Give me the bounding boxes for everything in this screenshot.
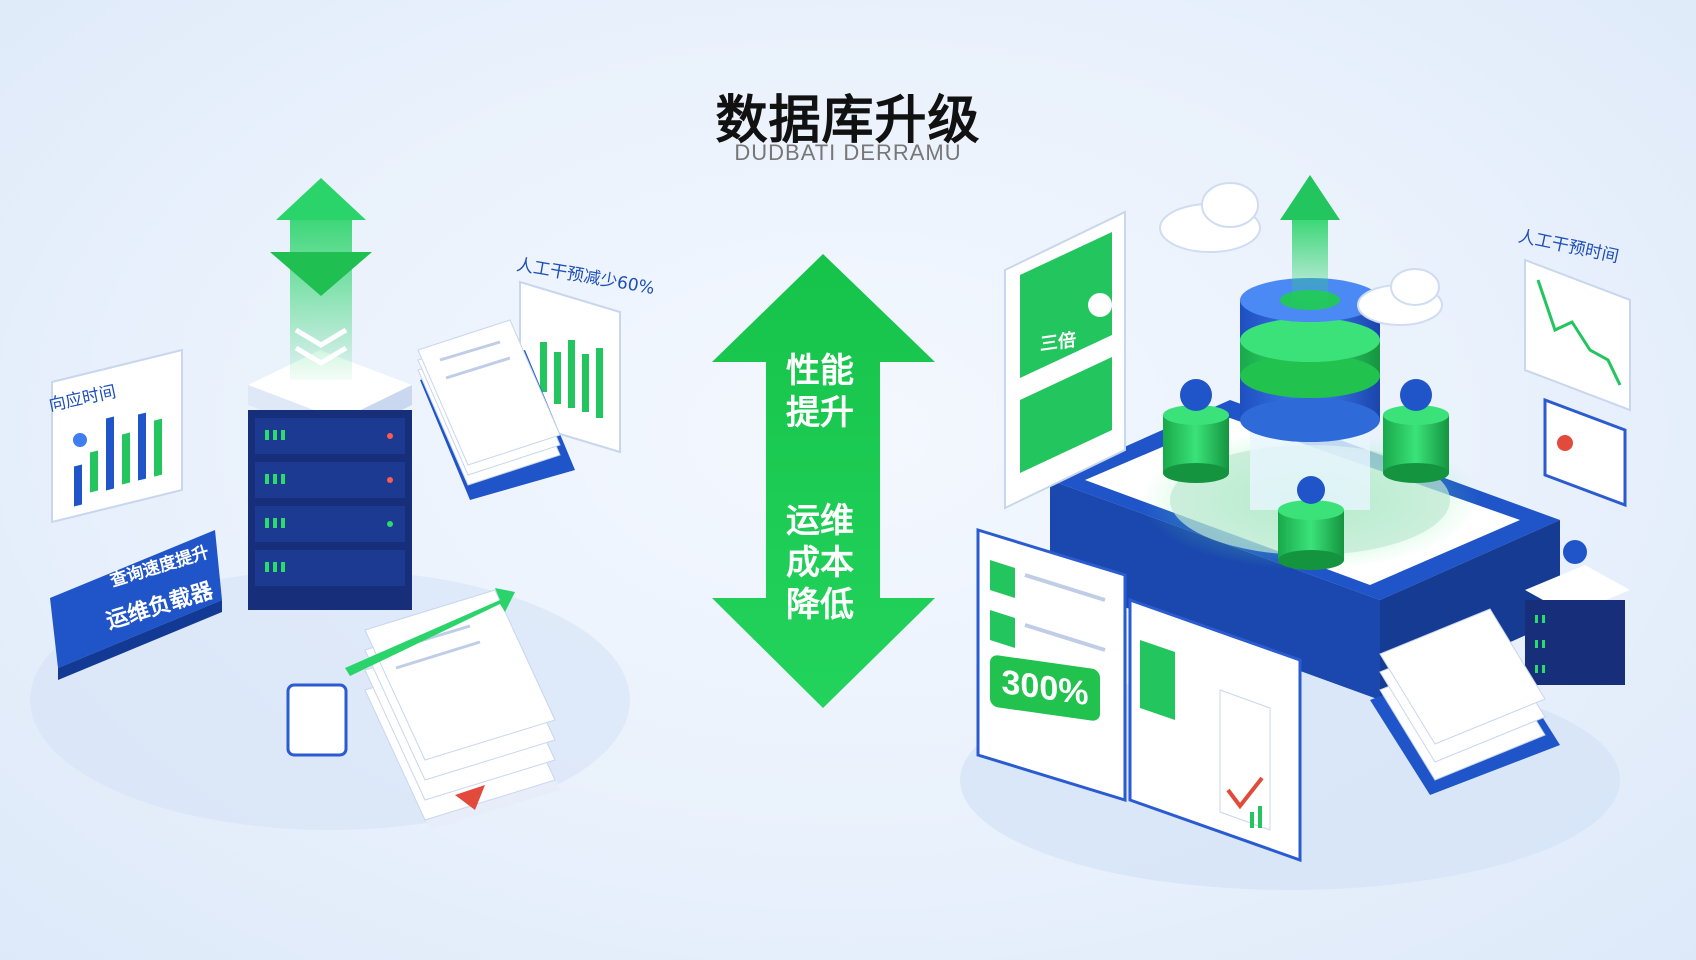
cloud-icon (1159, 182, 1443, 326)
document-stack-icon-2 (364, 589, 560, 830)
arrow-bottom-text-1: 运维 (786, 501, 854, 541)
server-rack-icon (248, 350, 412, 610)
database-node-icon-2 (1383, 379, 1449, 483)
page-subtitle: DUDBATI DERRAMU (734, 140, 962, 165)
double-arrow-icon (712, 254, 935, 708)
up-arrow-icon (1280, 175, 1340, 310)
bar-chart-card (51, 348, 183, 524)
page-title: 数据库升级 (715, 91, 981, 151)
line-chart-card (1524, 258, 1631, 412)
arrow-bottom-text-3: 降低 (786, 585, 854, 625)
alert-window (1543, 397, 1627, 508)
arrow-bottom-text-2: 成本 (786, 543, 854, 583)
database-node-icon-3 (1278, 476, 1344, 570)
arrow-top-text-1: 性能 (786, 351, 854, 391)
app-window-2 (1128, 597, 1302, 863)
arrow-top-text-2: 提升 (786, 393, 854, 433)
document-stack-icon-3 (1370, 608, 1560, 795)
document-stack-icon (417, 319, 575, 500)
database-icon (1240, 278, 1380, 510)
upgrade-arrow-icon (270, 178, 372, 380)
database-node-icon (1163, 379, 1229, 483)
mini-server-icon (1525, 540, 1630, 685)
dashboard-card (1004, 210, 1126, 510)
green-card-text: 三倍 (1040, 329, 1076, 356)
